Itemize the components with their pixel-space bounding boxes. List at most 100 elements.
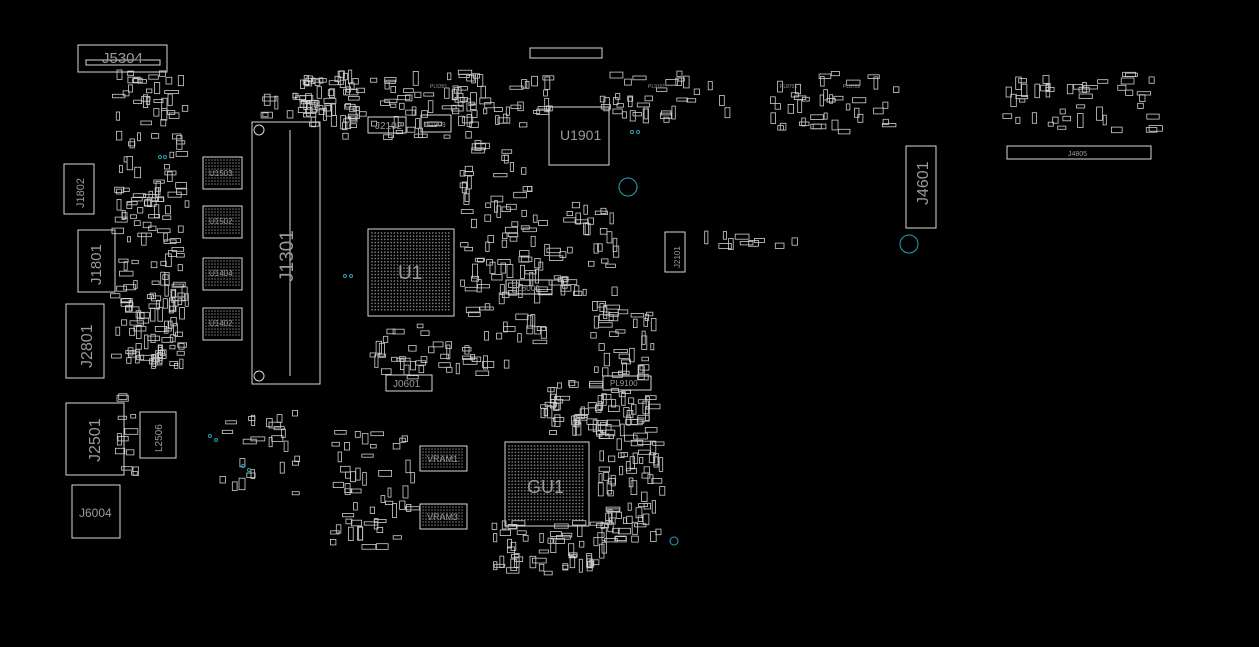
u1-ball — [425, 308, 428, 311]
passive-part — [167, 93, 173, 106]
passive-part — [846, 79, 861, 86]
gu1-ball — [575, 464, 578, 467]
u1-ball — [412, 276, 415, 279]
test-point[interactable] — [208, 434, 212, 438]
passive-part — [353, 502, 358, 511]
connector-j4805[interactable] — [1006, 145, 1152, 160]
u1-ball — [377, 251, 380, 254]
connector-j2101[interactable] — [664, 231, 686, 273]
ic-vram1[interactable] — [419, 445, 468, 472]
gu1-ball — [559, 515, 562, 518]
connector-j2801[interactable] — [65, 303, 105, 379]
u1502-ball — [238, 208, 240, 210]
test-point[interactable] — [636, 130, 640, 134]
gu1-ball — [511, 448, 514, 451]
gu1-ball — [568, 493, 571, 495]
u1503-ball — [223, 159, 225, 161]
passive-part — [175, 188, 188, 195]
gu1-ball — [556, 467, 558, 470]
gu1-ball — [572, 515, 574, 518]
mount-hole[interactable] — [899, 234, 919, 254]
connector-top-header[interactable] — [529, 47, 603, 59]
gu1-ball — [540, 457, 542, 460]
test-point[interactable] — [241, 464, 245, 468]
u1-ball — [380, 232, 383, 234]
u1-ball — [374, 305, 377, 308]
passive-part — [526, 325, 534, 335]
passive-part — [303, 113, 317, 118]
connector-j4601[interactable] — [905, 145, 937, 229]
u1-ball — [371, 251, 373, 254]
passive-part — [707, 81, 713, 91]
test-point[interactable] — [343, 274, 347, 278]
passive-part — [173, 362, 179, 369]
connector-j2501[interactable] — [65, 402, 125, 476]
test-point[interactable] — [158, 155, 162, 159]
connector-j2102[interactable] — [367, 116, 407, 134]
vram1-ball — [443, 451, 445, 453]
passive-part — [1031, 112, 1038, 124]
u1-ball — [415, 292, 418, 295]
u1-ball — [406, 273, 409, 276]
ic-u1903[interactable] — [420, 114, 452, 133]
u1404-ball — [214, 275, 216, 277]
u1-ball — [428, 232, 431, 234]
test-point[interactable] — [669, 536, 679, 546]
ic-u1502[interactable] — [202, 205, 243, 239]
gu1-ball — [559, 467, 562, 470]
u1-ball — [390, 241, 393, 244]
ic-u1404[interactable] — [202, 257, 243, 291]
u1402-ball — [220, 313, 222, 315]
passive-part — [507, 538, 513, 549]
vram1-ball — [458, 448, 460, 450]
u1-ball — [403, 260, 405, 263]
test-point[interactable] — [247, 468, 251, 472]
mount-hole[interactable] — [618, 177, 638, 197]
gu1-ball — [517, 470, 520, 473]
test-point[interactable] — [630, 130, 634, 134]
u1402-ball — [205, 310, 207, 312]
ic-vram3[interactable] — [419, 503, 468, 530]
test-point[interactable] — [163, 155, 167, 159]
passive-part — [405, 506, 420, 511]
gu1-ball — [533, 486, 536, 489]
ic-u1-cpu[interactable] — [367, 228, 455, 317]
gu1-ball — [565, 512, 568, 515]
test-point[interactable] — [214, 438, 218, 442]
gu1-ball — [575, 461, 578, 463]
u1-ball — [435, 264, 437, 266]
gu1-ball — [527, 486, 530, 489]
gu1-ball — [536, 467, 539, 470]
connector-j1801[interactable] — [77, 229, 116, 293]
connector-j6004[interactable] — [71, 484, 121, 539]
connector-j1802[interactable] — [63, 163, 95, 215]
u1-ball — [406, 244, 409, 247]
vram3-ball — [431, 518, 433, 520]
vram3-ball — [461, 521, 463, 523]
gu1-ball — [575, 515, 578, 518]
gu1-ball — [549, 467, 552, 470]
ic-u1901[interactable] — [548, 106, 610, 166]
passive-part — [624, 78, 632, 86]
vram3-ball — [434, 515, 436, 517]
u1-ball — [396, 232, 399, 234]
connector-j5304[interactable] — [77, 44, 168, 73]
passive-part — [122, 187, 130, 192]
passive-part — [632, 112, 642, 117]
test-point[interactable] — [349, 274, 353, 278]
gu1-ball — [536, 489, 539, 492]
gu1-ball — [533, 480, 536, 483]
gu1-ball — [552, 496, 555, 499]
ic-u1402[interactable] — [202, 307, 243, 341]
passive-part — [485, 202, 492, 208]
inductor-l2506[interactable] — [139, 411, 177, 459]
gu1-ball — [517, 477, 520, 479]
u1402-ball — [205, 334, 207, 336]
ic-u1503[interactable] — [202, 156, 243, 190]
u1503-ball — [211, 171, 213, 173]
connector-j1301[interactable] — [251, 121, 321, 385]
u1502-ball — [217, 217, 219, 219]
ic-gu1-gpu[interactable] — [504, 441, 590, 527]
gu1-ball — [543, 502, 546, 505]
